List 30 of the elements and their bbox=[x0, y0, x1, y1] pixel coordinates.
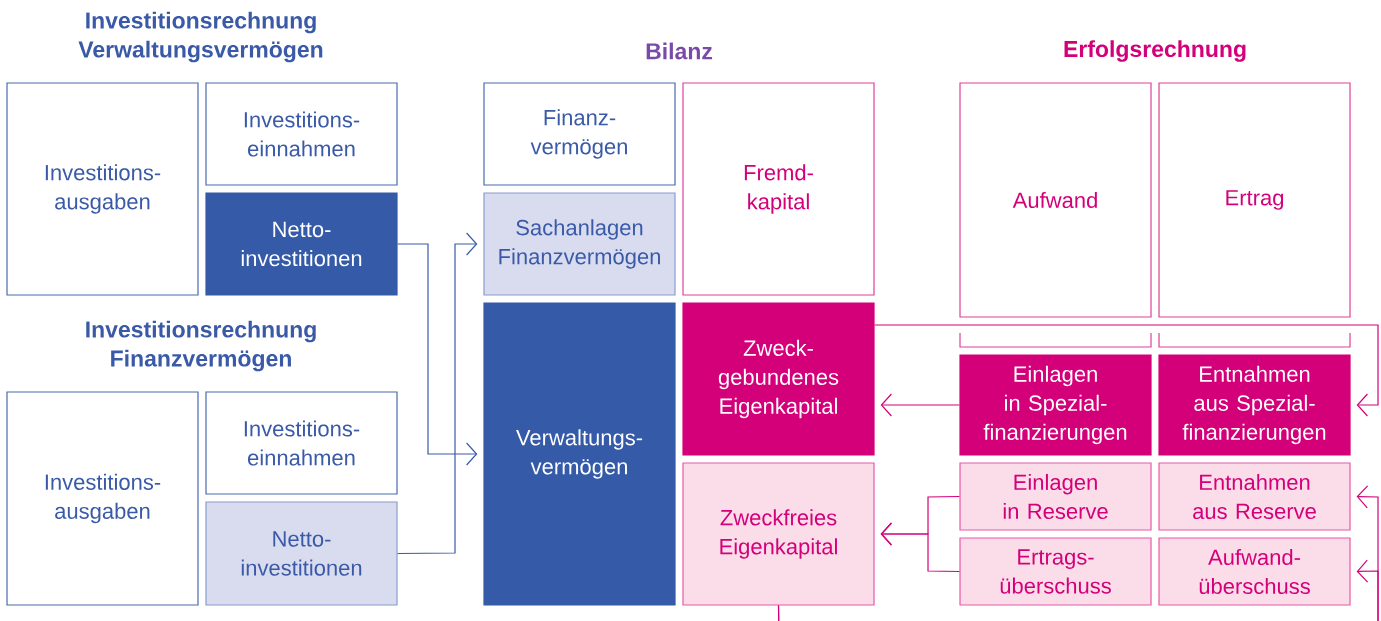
account-box: Fremd- kapital bbox=[682, 82, 875, 296]
arrow bbox=[397, 243, 478, 466]
account-box: Netto- investitionen bbox=[205, 192, 398, 296]
account-box: Entnahmen aus Spezial- finanzierungen bbox=[1158, 354, 1351, 456]
account-box: Netto- investitionen bbox=[205, 501, 398, 606]
heading: Investitionsrechnung Verwaltungsvermögen bbox=[78, 11, 323, 63]
account-box: Entnahmen aus Reserve bbox=[1158, 462, 1351, 531]
account-box: Finanz- vermögen bbox=[483, 82, 676, 186]
heading: Investitionsrechnung Finanzvermögen bbox=[86, 320, 316, 372]
account-box: Einlagen in Reserve bbox=[959, 462, 1152, 531]
heading: Bilanz bbox=[646, 42, 713, 60]
account-box: Aufwand bbox=[959, 82, 1152, 318]
arrow bbox=[874, 324, 1379, 417]
account-box: Zweck- gebundenes Eigenkapital bbox=[682, 302, 875, 456]
account-box: Verwaltungs- vermögen bbox=[483, 302, 676, 606]
account-box: Investitions- ausgaben bbox=[6, 391, 199, 606]
arrow bbox=[397, 232, 478, 555]
arrow bbox=[777, 559, 1379, 621]
account-box: Investitions- ausgaben bbox=[6, 82, 199, 296]
account-box: Ertrags- überschuss bbox=[959, 537, 1152, 606]
account-box: Zweckfreies Eigenkapital bbox=[682, 462, 875, 606]
arrow bbox=[880, 393, 960, 417]
account-box: Investitions- einnahmen bbox=[205, 82, 398, 186]
heading: Erfolgsrechnung bbox=[1064, 40, 1246, 62]
account-box: Sachanlagen Finanzvermögen bbox=[483, 192, 676, 296]
arrow bbox=[880, 522, 960, 573]
account-box: Einlagen in Spezial- finanzierungen bbox=[959, 354, 1152, 456]
account-box: Ertrag bbox=[1158, 82, 1351, 318]
account-box: Investitions- einnahmen bbox=[205, 391, 398, 495]
account-box: Aufwand- überschuss bbox=[1158, 537, 1351, 606]
